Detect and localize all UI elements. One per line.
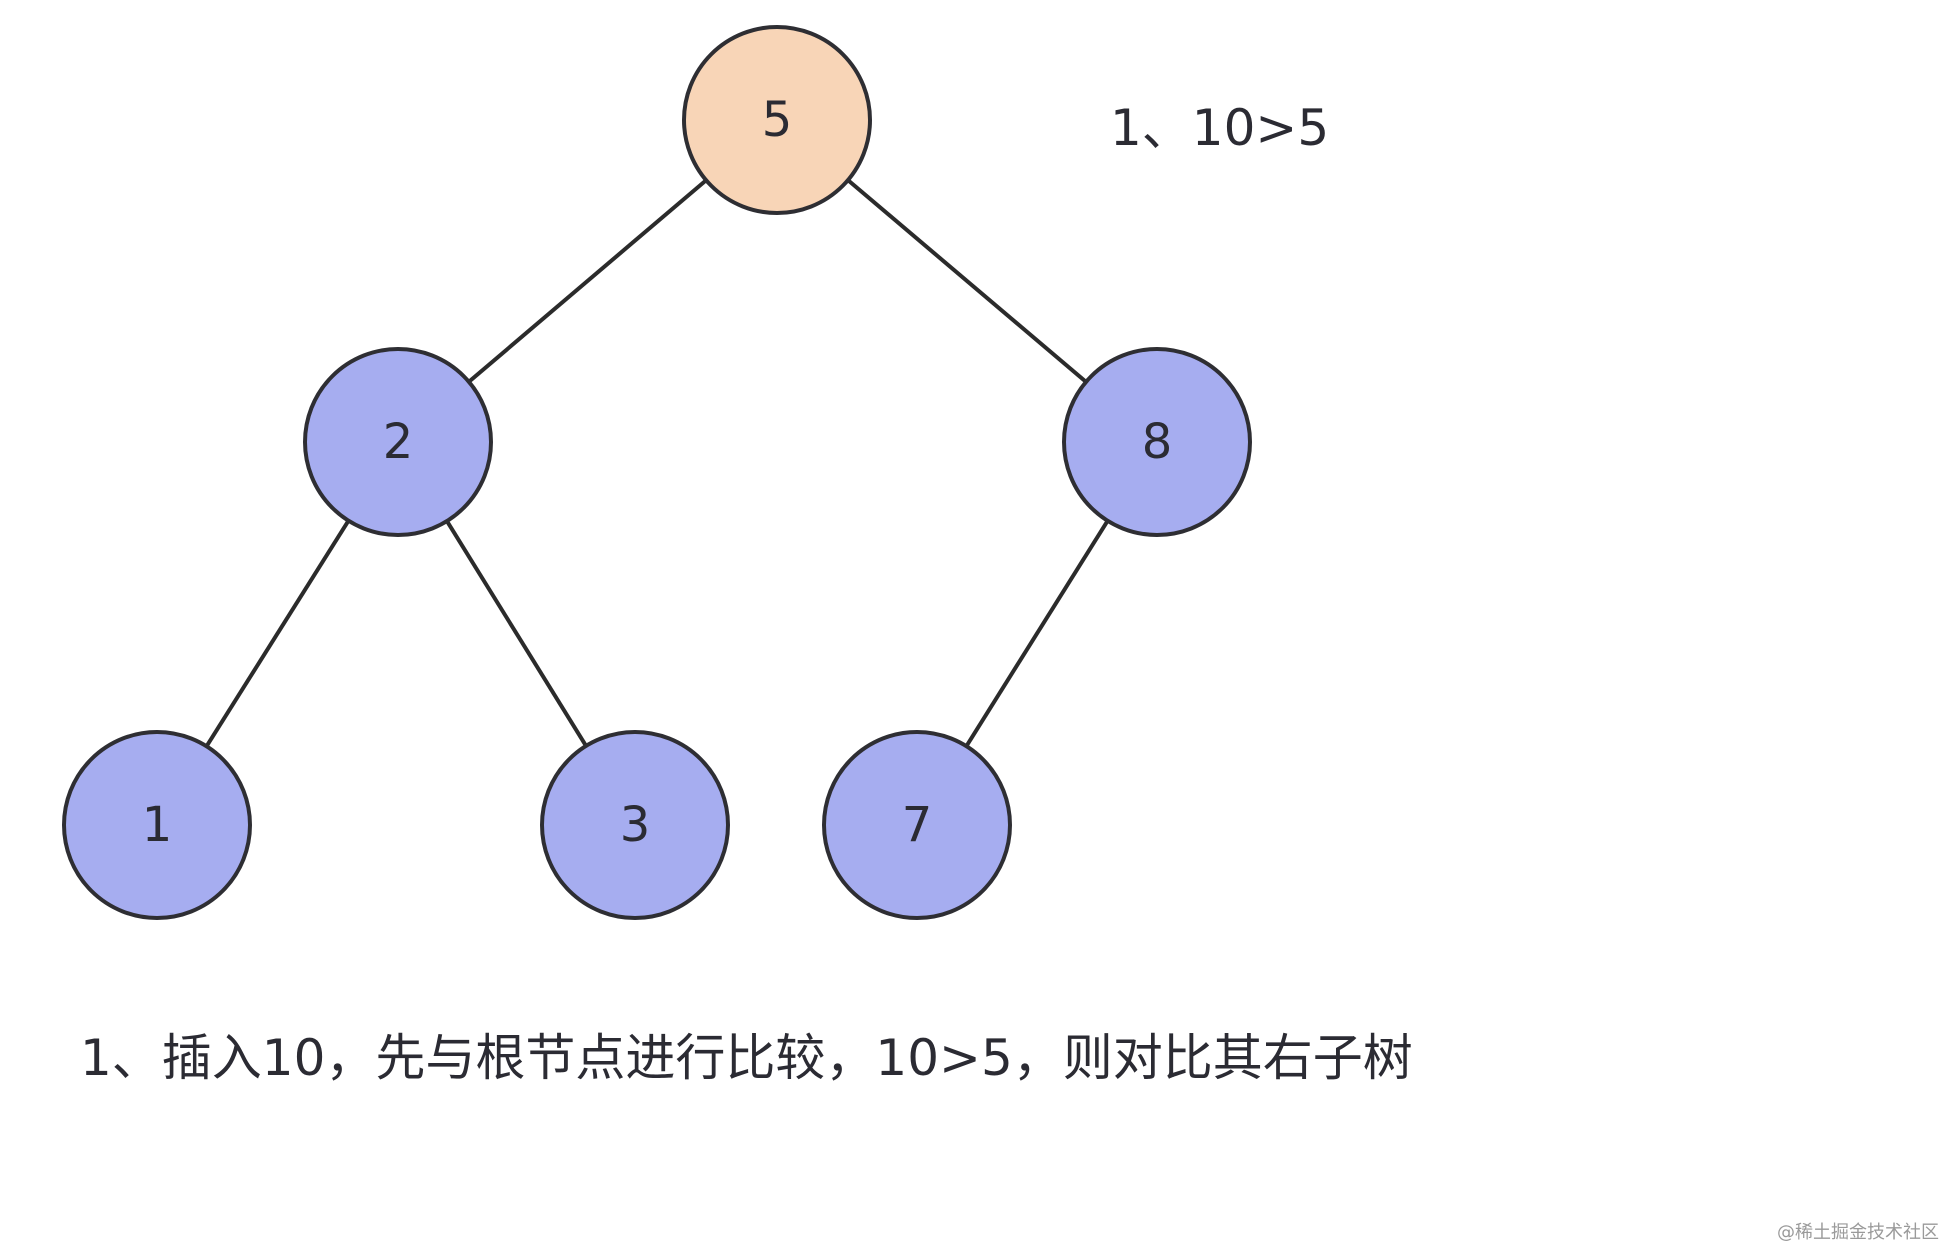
node-label: 3 <box>620 797 651 853</box>
node-circle <box>540 730 730 920</box>
tree-nodes: 5 2 8 1 3 7 <box>62 25 1252 920</box>
node-circle <box>303 347 493 537</box>
tree-edges <box>204 178 1110 748</box>
node-circle <box>62 730 252 920</box>
node-circle <box>822 730 1012 920</box>
watermark: @稀土掘金技术社区 <box>1777 1222 1939 1243</box>
node-circle <box>682 25 872 215</box>
edge-n2-n3 <box>445 520 588 747</box>
node-label: 2 <box>383 414 414 470</box>
step-caption: 1、插入10，先与根节点进行比较，10>5，则对比其右子树 <box>80 1029 1413 1087</box>
edge-n5-n8 <box>846 178 1088 384</box>
tree-node-5: 5 <box>682 25 872 215</box>
tree-node-2: 2 <box>303 347 493 537</box>
node-label: 7 <box>902 797 933 853</box>
node-circle <box>1062 347 1252 537</box>
edge-n2-n1 <box>204 519 351 748</box>
node-label: 5 <box>762 92 793 148</box>
edge-n5-n2 <box>467 178 708 384</box>
tree-node-3: 3 <box>540 730 730 920</box>
node-label: 1 <box>142 797 173 853</box>
tree-node-7: 7 <box>822 730 1012 920</box>
node-label: 8 <box>1142 414 1173 470</box>
tree-node-1: 1 <box>62 730 252 920</box>
tree-node-8: 8 <box>1062 347 1252 537</box>
edge-n8-n7 <box>964 519 1110 748</box>
step-note: 1、10>5 <box>1110 99 1330 157</box>
